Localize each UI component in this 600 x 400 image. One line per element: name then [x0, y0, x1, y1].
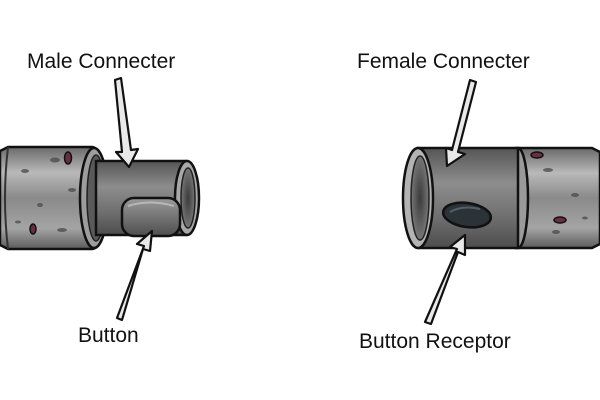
female-sleeve-hole-2 [553, 216, 567, 224]
male-sleeve-texture [15, 157, 76, 232]
button-receptor-label: Button Receptor [359, 330, 511, 353]
female-connector [401, 146, 600, 250]
female-sleeve-hole [530, 151, 544, 159]
button-label: Button [78, 324, 139, 347]
male-connector-label: Male Connecter [27, 50, 176, 73]
arrow-female-connector [444, 78, 478, 168]
male-button [120, 196, 182, 238]
male-sleeve-hole-2 [29, 223, 37, 235]
male-connector [0, 145, 201, 251]
arrow-male-connector [113, 76, 140, 169]
female-sleeve-texture [543, 168, 588, 234]
male-sleeve-hole [63, 151, 73, 165]
arrow-button [115, 229, 154, 322]
female-connector-label: Female Connecter [357, 50, 530, 73]
arrow-button-receptor [423, 233, 467, 326]
